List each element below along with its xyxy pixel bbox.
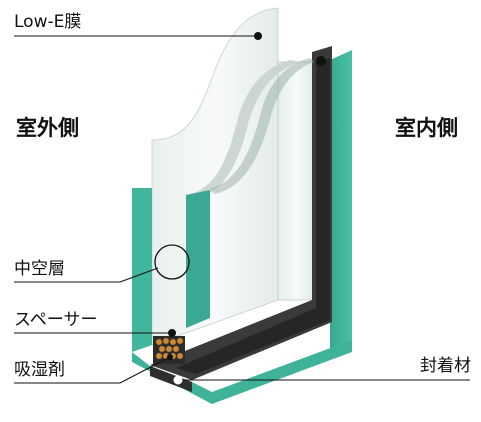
label-hollow-layer: 中空層 <box>14 259 65 279</box>
leader-dots <box>167 32 262 360</box>
inner-pane-face <box>277 61 317 301</box>
label-sealant: 封着材 <box>420 356 471 376</box>
label-indoor-side: 室内側 <box>395 116 458 140</box>
sealant-dot <box>173 375 183 385</box>
label-outdoor-side: 室外側 <box>16 116 79 140</box>
outer-pane-edge-left <box>132 188 152 352</box>
bottom-frame-front <box>150 366 192 392</box>
leader-desiccant <box>14 356 171 384</box>
outer-pane-edge-mid <box>186 190 210 328</box>
leader-lines <box>14 35 470 384</box>
inner-pane-edge <box>330 50 352 350</box>
leader-hollow <box>14 267 159 283</box>
frame-top-dot <box>316 56 326 66</box>
desiccant-beads <box>155 337 184 360</box>
label-desiccant: 吸湿剤 <box>14 360 65 380</box>
label-low-e: Low-E膜 <box>14 12 82 32</box>
low-e-film-curl-2 <box>210 58 314 194</box>
hollow-layer-marker <box>154 244 190 280</box>
spacer-frame <box>150 46 332 380</box>
label-spacer: スペーサー <box>14 310 98 330</box>
low-e-film-curl <box>186 60 300 200</box>
